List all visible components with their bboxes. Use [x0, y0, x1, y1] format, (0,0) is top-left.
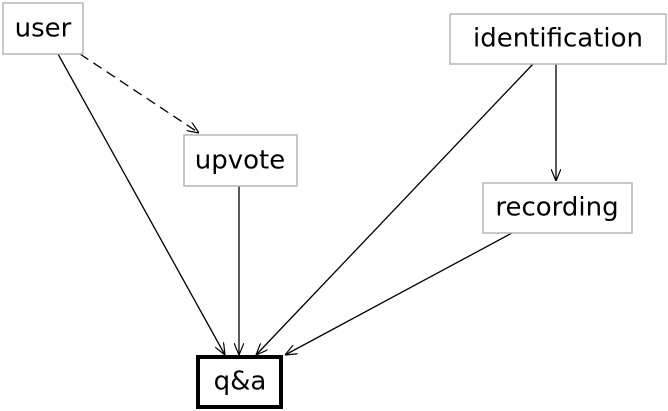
edge-recording-to-qa — [285, 232, 513, 355]
node-user-box — [2, 2, 84, 55]
edge-user-to-qa — [57, 53, 225, 355]
node-qa-label: q&a — [214, 367, 267, 397]
node-upvote-label: upvote — [195, 146, 285, 176]
node-identification-box — [449, 13, 667, 65]
node-qa[interactable]: q&a — [196, 355, 283, 409]
node-identification[interactable]: identification — [449, 13, 667, 65]
node-recording[interactable]: recording — [482, 182, 633, 234]
node-upvote[interactable]: upvote — [183, 134, 298, 187]
node-user[interactable]: user — [2, 2, 84, 55]
edge-user-to-upvote — [79, 53, 199, 133]
node-user-label: user — [15, 14, 72, 44]
node-qa-box — [196, 355, 283, 409]
node-recording-label: recording — [495, 193, 618, 223]
node-identification-label: identification — [473, 24, 643, 54]
edges — [57, 53, 556, 355]
node-upvote-box — [183, 134, 298, 187]
edge-identification-to-qa — [256, 63, 534, 355]
node-recording-box — [482, 182, 633, 234]
